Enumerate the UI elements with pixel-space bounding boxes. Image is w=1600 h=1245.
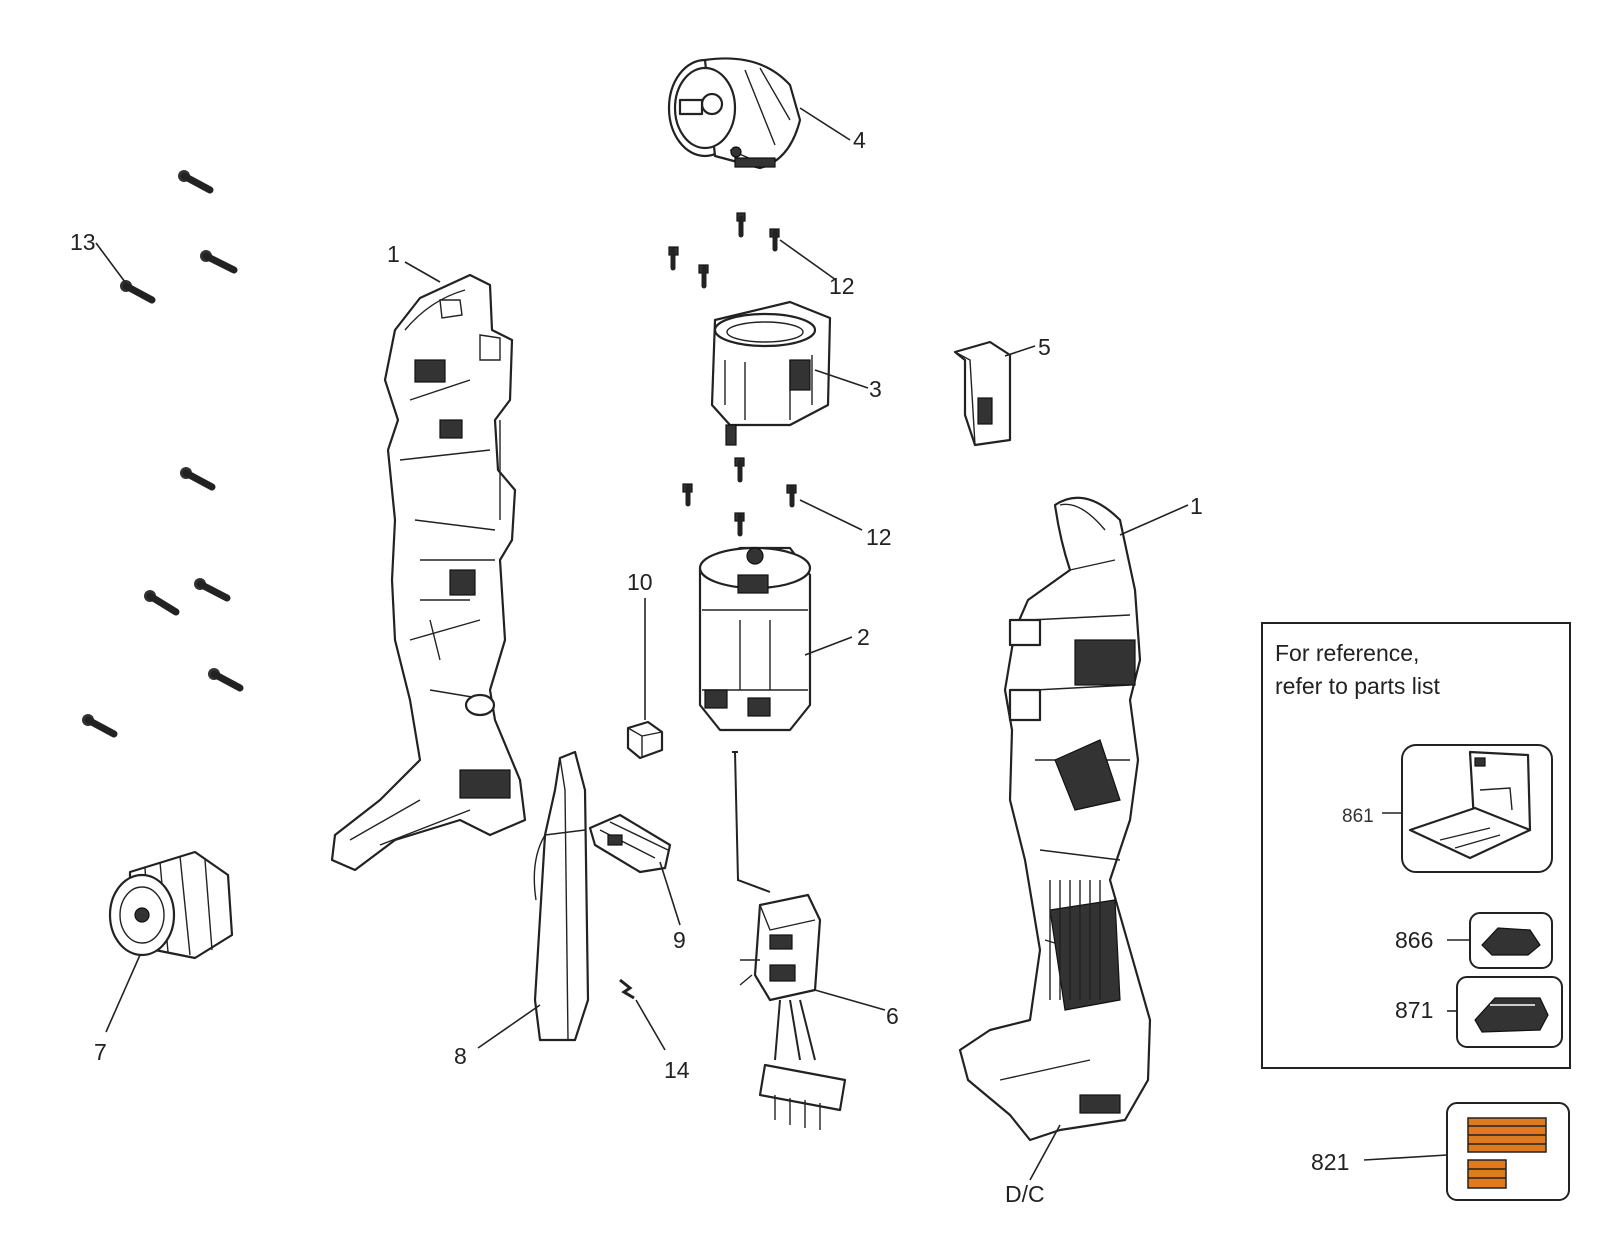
reference-box: For reference, refer to parts list 861 8… (1261, 622, 1571, 1069)
label-861: 861 (1342, 806, 1374, 827)
battery-871 (1456, 976, 1563, 1048)
label-14: 14 (664, 1057, 690, 1083)
part-1-right-housing (958, 496, 1152, 1142)
part-14-spring (619, 978, 635, 1000)
reference-line-1: For reference, (1275, 640, 1419, 666)
label-12-mid: 12 (866, 524, 892, 550)
label-sheet-821 (1446, 1102, 1570, 1201)
label-dc: D/C (1005, 1181, 1045, 1207)
label-12-top: 12 (829, 273, 855, 299)
charger-866 (1469, 912, 1553, 969)
label-3: 3 (869, 376, 882, 402)
reference-line-2: refer to parts list (1275, 673, 1440, 699)
part-4-gearbox (667, 57, 802, 170)
part-7-chuck (108, 850, 234, 960)
part-10-block (626, 720, 664, 760)
label-6: 6 (886, 1003, 899, 1029)
label-1-left: 1 (387, 241, 400, 267)
part-5-bracket (953, 340, 1012, 447)
screws-12-top (668, 212, 780, 289)
label-8: 8 (454, 1043, 467, 1069)
label-1-right: 1 (1190, 493, 1203, 519)
part-6-switch (732, 751, 847, 1130)
label-sheet-stripe-small (1467, 1159, 1507, 1189)
label-866: 866 (1395, 927, 1433, 953)
label-13: 13 (70, 229, 96, 255)
label-2: 2 (857, 624, 870, 650)
label-821: 821 (1311, 1149, 1349, 1175)
part-1-left-housing (330, 273, 527, 872)
screws-13 (82, 170, 244, 738)
kit-box-861 (1401, 744, 1553, 873)
label-5: 5 (1038, 334, 1051, 360)
label-871: 871 (1395, 997, 1433, 1023)
part-9-button (588, 813, 672, 874)
label-9: 9 (673, 927, 686, 953)
label-10: 10 (627, 569, 653, 595)
part-2-motor (698, 546, 812, 732)
part-8-trigger (533, 750, 590, 1042)
label-4: 4 (853, 127, 866, 153)
screws-12-mid (682, 457, 797, 537)
label-7: 7 (94, 1039, 107, 1065)
part-3-motor-mount (710, 300, 832, 446)
